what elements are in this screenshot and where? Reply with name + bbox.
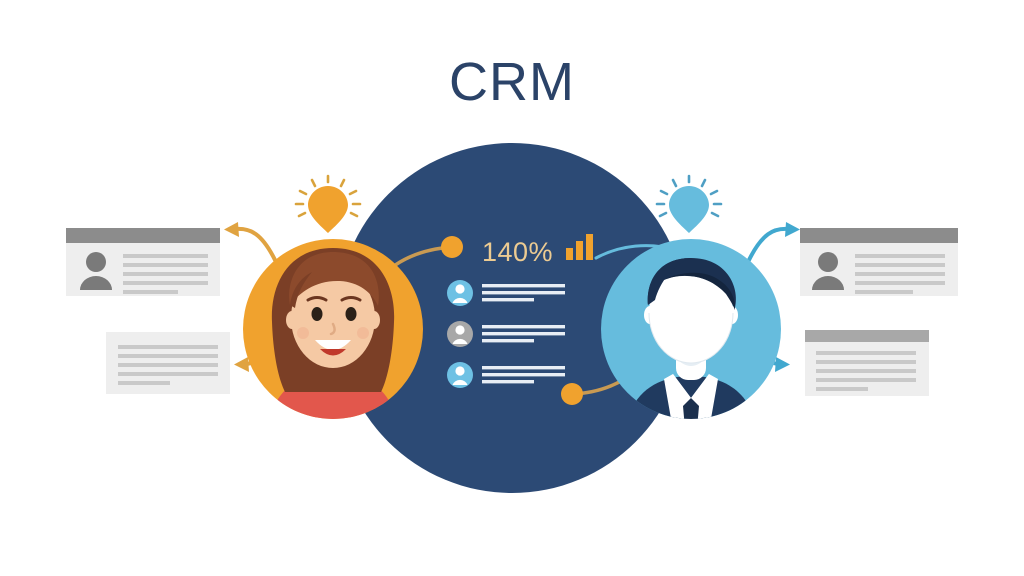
- contact-lines-2: [482, 325, 565, 343]
- contact-row-3[interactable]: [447, 362, 565, 388]
- page-title: CRM: [449, 52, 575, 112]
- contact-row-1[interactable]: [447, 280, 565, 306]
- contact-lines-1: [482, 284, 565, 302]
- card-left-top-text-lines: [123, 254, 208, 294]
- card-left-top[interactable]: [66, 228, 220, 296]
- female-face: [291, 268, 375, 368]
- male-tie: [683, 398, 699, 419]
- contact-avatar-3: [447, 362, 473, 388]
- lightbulb-icon-blue: [655, 174, 723, 233]
- card-left-top-avatar-icon: [80, 252, 112, 290]
- card-left-top-header: [66, 228, 220, 243]
- female-eye-left: [311, 307, 323, 321]
- bar-chart-icon: [566, 234, 593, 260]
- connector-dot-bottom-right: [561, 383, 583, 405]
- card-right-top[interactable]: [800, 228, 958, 296]
- card-right-bottom-header: [805, 330, 929, 342]
- card-left-bottom[interactable]: [106, 332, 230, 394]
- contact-row-2[interactable]: [447, 321, 565, 347]
- card-right-bottom[interactable]: [805, 330, 929, 396]
- connector-dot-top-left: [441, 236, 463, 258]
- male-face: [649, 263, 733, 363]
- arrow-left-top: [224, 222, 278, 264]
- contact-avatar-2: [447, 321, 473, 347]
- metric-value: 140%: [482, 237, 553, 267]
- card-left-bottom-text-lines: [118, 345, 218, 385]
- female-eye-right: [345, 307, 357, 321]
- lightbulb-icon-orange: [294, 174, 362, 233]
- female-mouth: [315, 340, 351, 350]
- card-right-bottom-text-lines: [816, 351, 916, 391]
- contact-avatar-1: [447, 280, 473, 306]
- central-crm-circle: [337, 143, 687, 493]
- arrow-right-top: [746, 222, 800, 264]
- contact-lines-3: [482, 366, 565, 384]
- male-business-avatar[interactable]: [601, 239, 781, 455]
- card-right-top-header: [800, 228, 958, 243]
- card-right-top-avatar-icon: [812, 252, 844, 290]
- card-right-top-text-lines: [855, 254, 945, 294]
- female-hair-front: [289, 252, 379, 306]
